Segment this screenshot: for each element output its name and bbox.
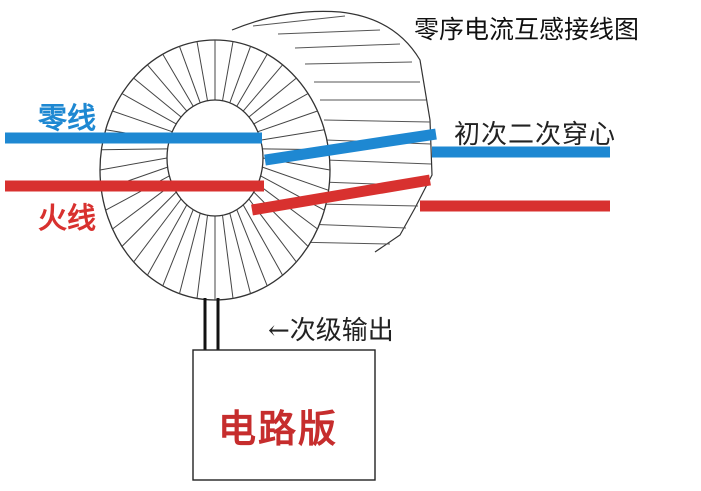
live-wire bbox=[5, 174, 610, 216]
winding-line bbox=[196, 215, 208, 299]
winding-line bbox=[222, 41, 234, 101]
diagram-title: 零序电流互感接线图 bbox=[414, 15, 640, 44]
winding-line bbox=[236, 53, 268, 107]
toroid-windings bbox=[99, 40, 331, 300]
toroid-inner-hole bbox=[166, 99, 264, 217]
neutral-wire bbox=[5, 128, 610, 166]
winding-line bbox=[262, 166, 329, 191]
winding-line bbox=[222, 215, 234, 299]
winding-line bbox=[99, 157, 168, 171]
winding-line bbox=[112, 183, 173, 230]
winding-line bbox=[133, 77, 182, 118]
winding-line bbox=[179, 46, 201, 103]
winding-line bbox=[179, 213, 201, 294]
neutral-wire-label: 零线 bbox=[38, 101, 97, 135]
winding-line bbox=[133, 198, 182, 263]
winding-line bbox=[146, 204, 188, 276]
winding-line bbox=[229, 46, 251, 103]
winding-line bbox=[242, 64, 283, 112]
winding-line bbox=[253, 191, 309, 247]
winding-line bbox=[236, 209, 268, 286]
toroid-body-lines bbox=[252, 15, 432, 245]
winding-line bbox=[121, 191, 177, 247]
winding-line bbox=[112, 110, 173, 133]
winding-line bbox=[196, 41, 208, 101]
winding-line bbox=[162, 53, 194, 107]
secondary-leads bbox=[203, 298, 220, 350]
primary-through-label: 初次二次穿心 bbox=[454, 120, 617, 150]
winding-line bbox=[229, 213, 251, 294]
winding-line bbox=[253, 93, 309, 125]
winding-line bbox=[101, 148, 168, 151]
toroid-body-outline bbox=[231, 10, 433, 253]
circuit-board-label: 电路版 bbox=[218, 407, 339, 451]
winding-line bbox=[260, 129, 325, 141]
winding-line bbox=[257, 110, 318, 133]
circuit-board-box bbox=[192, 349, 376, 481]
winding-line bbox=[121, 93, 177, 125]
winding-line bbox=[162, 209, 194, 286]
live-wire-label: 火线 bbox=[38, 201, 97, 235]
winding-line bbox=[147, 64, 188, 112]
secondary-output-label: ←次级输出 bbox=[268, 316, 394, 346]
winding-line bbox=[242, 204, 284, 276]
winding-line bbox=[248, 77, 297, 118]
